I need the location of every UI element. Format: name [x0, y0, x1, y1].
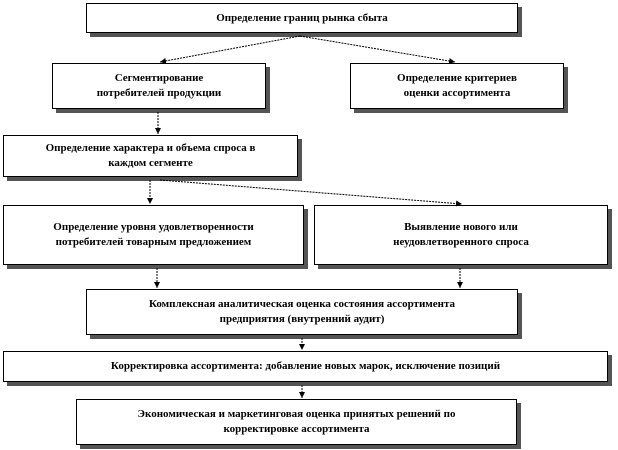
node-criteria: Определение критериев оценки ассортимент…: [350, 63, 564, 109]
node-demand: Определение характера и объема спроса в …: [3, 135, 298, 177]
node-segmentation: Сегментирование потребителей продукции: [52, 63, 266, 109]
node-new-demand: Выявление нового или неудовлетворенного …: [314, 205, 608, 265]
node-correction: Корректировка ассортимента: добавление н…: [3, 351, 608, 382]
node-evaluation: Экономическая и маркетинговая оценка при…: [76, 399, 517, 445]
node-market-bounds: Определение границ рынка сбыта: [86, 3, 518, 33]
node-satisfaction: Определение уровня удовлетворенности пот…: [3, 205, 304, 265]
edge-market-bounds-segmentation: [159, 35, 301, 64]
node-audit: Комплексная аналитическая оценка состоян…: [86, 289, 518, 335]
edge-demand-new-demand: [159, 179, 463, 207]
edge-market-bounds-criteria: [299, 35, 456, 64]
